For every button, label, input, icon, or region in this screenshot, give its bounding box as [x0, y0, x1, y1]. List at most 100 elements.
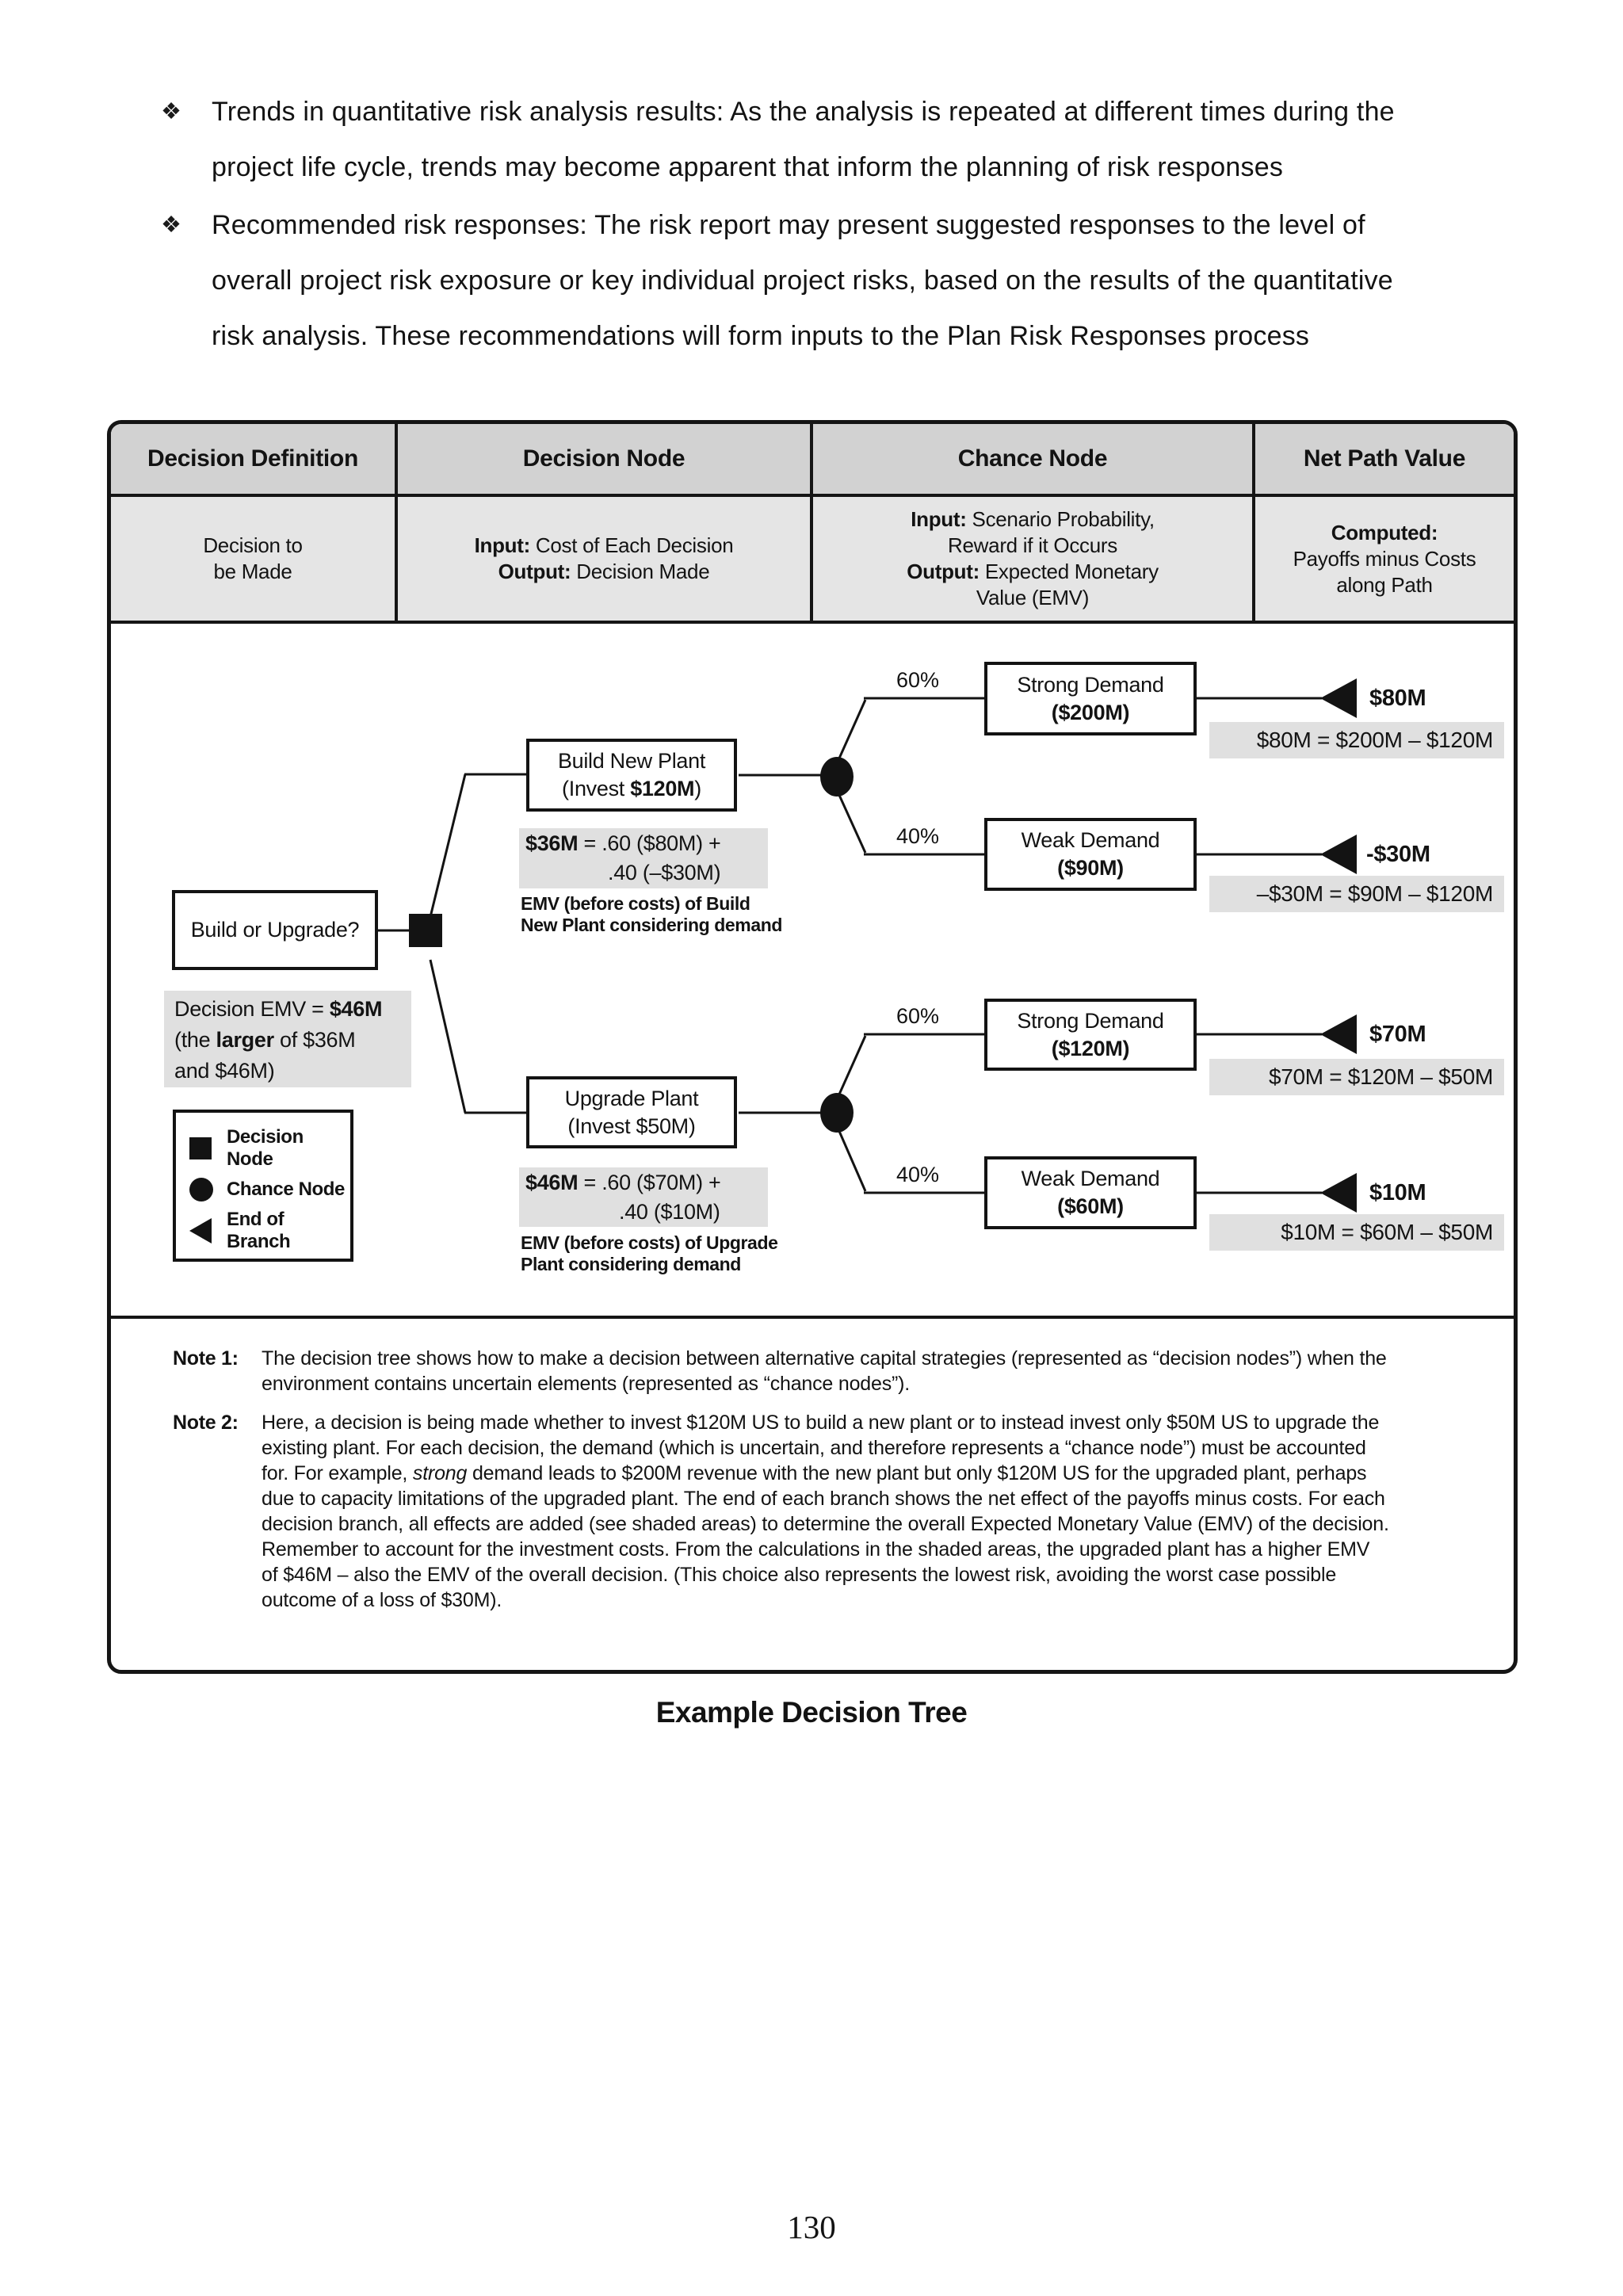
table-header-decision-node: Decision Node	[398, 424, 813, 494]
probability-label: 40%	[896, 1163, 940, 1186]
build-new-plant-box: Build New Plant (Invest $120M)	[526, 739, 737, 812]
cell-line: Value (EMV)	[976, 586, 1090, 609]
callout-line: (the larger of $36M	[174, 1028, 356, 1052]
branch-end-triangle-icon	[1320, 678, 1357, 718]
probability-label: 60%	[896, 1004, 940, 1028]
end-of-branch-icon	[189, 1218, 227, 1244]
node-label: Upgrade Plant	[564, 1086, 699, 1110]
definition-cell-decision-node: Input: Cost of Each Decision Output: Dec…	[398, 497, 813, 621]
cell-line: Computed:	[1331, 520, 1438, 544]
node-label: ($200M)	[1051, 700, 1130, 724]
net-path-value: $10M	[1369, 1180, 1426, 1205]
definition-cell-decision: Decision to be Made	[111, 497, 398, 621]
node-label: Build New Plant	[557, 749, 706, 773]
bullet-line: project life cycle, trends may become ap…	[212, 152, 1284, 182]
calc-line: .40 (–$30M)	[608, 861, 721, 884]
legend-label: End of Branch	[227, 1209, 291, 1252]
column-title: Chance Node	[957, 445, 1108, 472]
table-header-chance-node: Chance Node	[813, 424, 1255, 494]
weak-demand-60-box: Weak Demand ($60M)	[984, 1156, 1197, 1229]
node-label: ($60M)	[1057, 1194, 1124, 1218]
callout-line: and $46M)	[174, 1059, 275, 1083]
net-path-value: -$30M	[1366, 842, 1430, 867]
legend-label: Chance Node	[227, 1179, 345, 1200]
decision-emv-callout: Decision EMV = $46M (the larger of $36M …	[164, 991, 411, 1087]
decision-node-icon	[189, 1137, 227, 1159]
node-label: Weak Demand	[1021, 1167, 1160, 1190]
note-2: Note 2: Here, a decision is being made w…	[173, 1410, 1490, 1613]
bullet-line: overall project risk exposure or key ind…	[212, 266, 1393, 296]
net-path-value: $70M	[1369, 1022, 1426, 1047]
figure-notes: Note 1: The decision tree shows how to m…	[111, 1316, 1514, 1613]
chance-node-build	[820, 757, 854, 797]
cell-line: Output: Decision Made	[498, 560, 710, 583]
branch-end-triangle-icon	[1320, 835, 1357, 874]
note-label: Note 1:	[173, 1347, 239, 1370]
upgrade-plant-box: Upgrade Plant (Invest $50M)	[526, 1076, 737, 1148]
bullet-text: Recommended risk responses: The risk rep…	[212, 197, 1393, 364]
bullet-line: risk analysis. These recommendations wil…	[212, 321, 1310, 351]
cell-line: Input: Scenario Probability,	[911, 507, 1155, 531]
list-item: ❖ Recommended risk responses: The risk r…	[161, 197, 1623, 364]
callout-line: Decision EMV = $46M	[174, 997, 383, 1021]
build-emv-caption: EMV (before costs) of Build New Plant co…	[521, 893, 790, 936]
calc-line: .40 ($10M)	[619, 1200, 720, 1224]
figure-caption: Example Decision Tree	[655, 1696, 968, 1729]
calc-line: $46M = .60 ($70M) +	[525, 1171, 721, 1194]
decision-tree-canvas: Build or Upgrade? Decision EMV = $46M (t…	[111, 624, 1514, 1316]
tree-connector-lines	[378, 697, 1322, 1194]
calc-line: $36M = .60 ($80M) +	[525, 831, 721, 855]
branch-end-triangle-icon	[1320, 1014, 1357, 1054]
node-label: ($90M)	[1057, 856, 1124, 880]
root-question-box: Build or Upgrade?	[172, 890, 378, 970]
path-equation: $10M = $60M – $50M	[1209, 1214, 1504, 1251]
definition-cell-chance-node: Input: Scenario Probability, Reward if i…	[813, 497, 1255, 621]
definition-cell-net-path: Computed: Payoffs minus Costs along Path	[1255, 497, 1514, 621]
bullet-list: ❖ Trends in quantitative risk analysis r…	[161, 84, 1623, 366]
table-header-row: Decision Definition Decision Node Chance…	[111, 424, 1514, 497]
caption-line: New Plant considering demand	[521, 915, 783, 935]
cell-line: Input: Cost of Each Decision	[474, 533, 734, 557]
cell-line: Output: Expected Monetary	[907, 560, 1159, 583]
path-equation: $70M = $120M – $50M	[1209, 1059, 1504, 1095]
chance-node-icon	[189, 1178, 227, 1201]
caption-line: Plant considering demand	[521, 1254, 741, 1274]
node-label: (Invest $50M)	[567, 1114, 696, 1138]
decision-tree-figure: Decision Definition Decision Node Chance…	[107, 420, 1518, 1674]
diamond-bullet-icon: ❖	[161, 99, 181, 124]
diamond-bullet-icon: ❖	[161, 212, 181, 238]
probability-label: 60%	[896, 668, 940, 692]
table-header-net-path-value: Net Path Value	[1255, 424, 1514, 494]
note-text: The decision tree shows how to make a de…	[262, 1347, 1387, 1395]
upgrade-emv-caption: EMV (before costs) of Upgrade Plant cons…	[521, 1232, 790, 1275]
legend-item: Chance Node	[189, 1169, 350, 1210]
node-label: Strong Demand	[1017, 1008, 1164, 1033]
cell-line: Reward if it Occurs	[948, 533, 1117, 557]
branch-end-triangle-icon	[1320, 1173, 1357, 1213]
legend-item: End of Branch	[189, 1209, 350, 1252]
cell-line: Payoffs minus Costs	[1293, 546, 1476, 571]
note-1: Note 1: The decision tree shows how to m…	[173, 1346, 1490, 1396]
note-label: Note 2:	[173, 1412, 239, 1434]
weak-demand-90-box: Weak Demand ($90M)	[984, 818, 1197, 891]
column-title: Decision Node	[522, 445, 685, 472]
table-definition-row: Decision to be Made Input: Cost of Each …	[111, 497, 1514, 624]
list-item: ❖ Trends in quantitative risk analysis r…	[161, 84, 1623, 195]
strong-demand-120-box: Strong Demand ($120M)	[984, 999, 1197, 1071]
table-header-decision-definition: Decision Definition	[111, 424, 398, 494]
cell-line: Decision to	[203, 533, 303, 557]
node-label: Build or Upgrade?	[190, 918, 360, 942]
page-number: 130	[787, 2209, 836, 2245]
upgrade-emv-calculation: $46M = .60 ($70M) + .40 ($10M)	[519, 1167, 768, 1227]
bullet-line: Recommended risk responses: The risk rep…	[212, 210, 1365, 240]
build-emv-calculation: $36M = .60 ($80M) + .40 (–$30M)	[519, 828, 768, 888]
decision-node-square-icon	[409, 914, 442, 947]
net-path-value: $80M	[1369, 686, 1426, 711]
cell-line: be Made	[213, 560, 292, 583]
legend-label: Decision Node	[227, 1126, 304, 1170]
node-label: Strong Demand	[1017, 672, 1164, 697]
path-equation: –$30M = $90M – $120M	[1209, 876, 1504, 912]
node-label: ($120M)	[1051, 1036, 1130, 1060]
column-title: Net Path Value	[1303, 445, 1466, 472]
chance-node-upgrade	[820, 1093, 854, 1133]
